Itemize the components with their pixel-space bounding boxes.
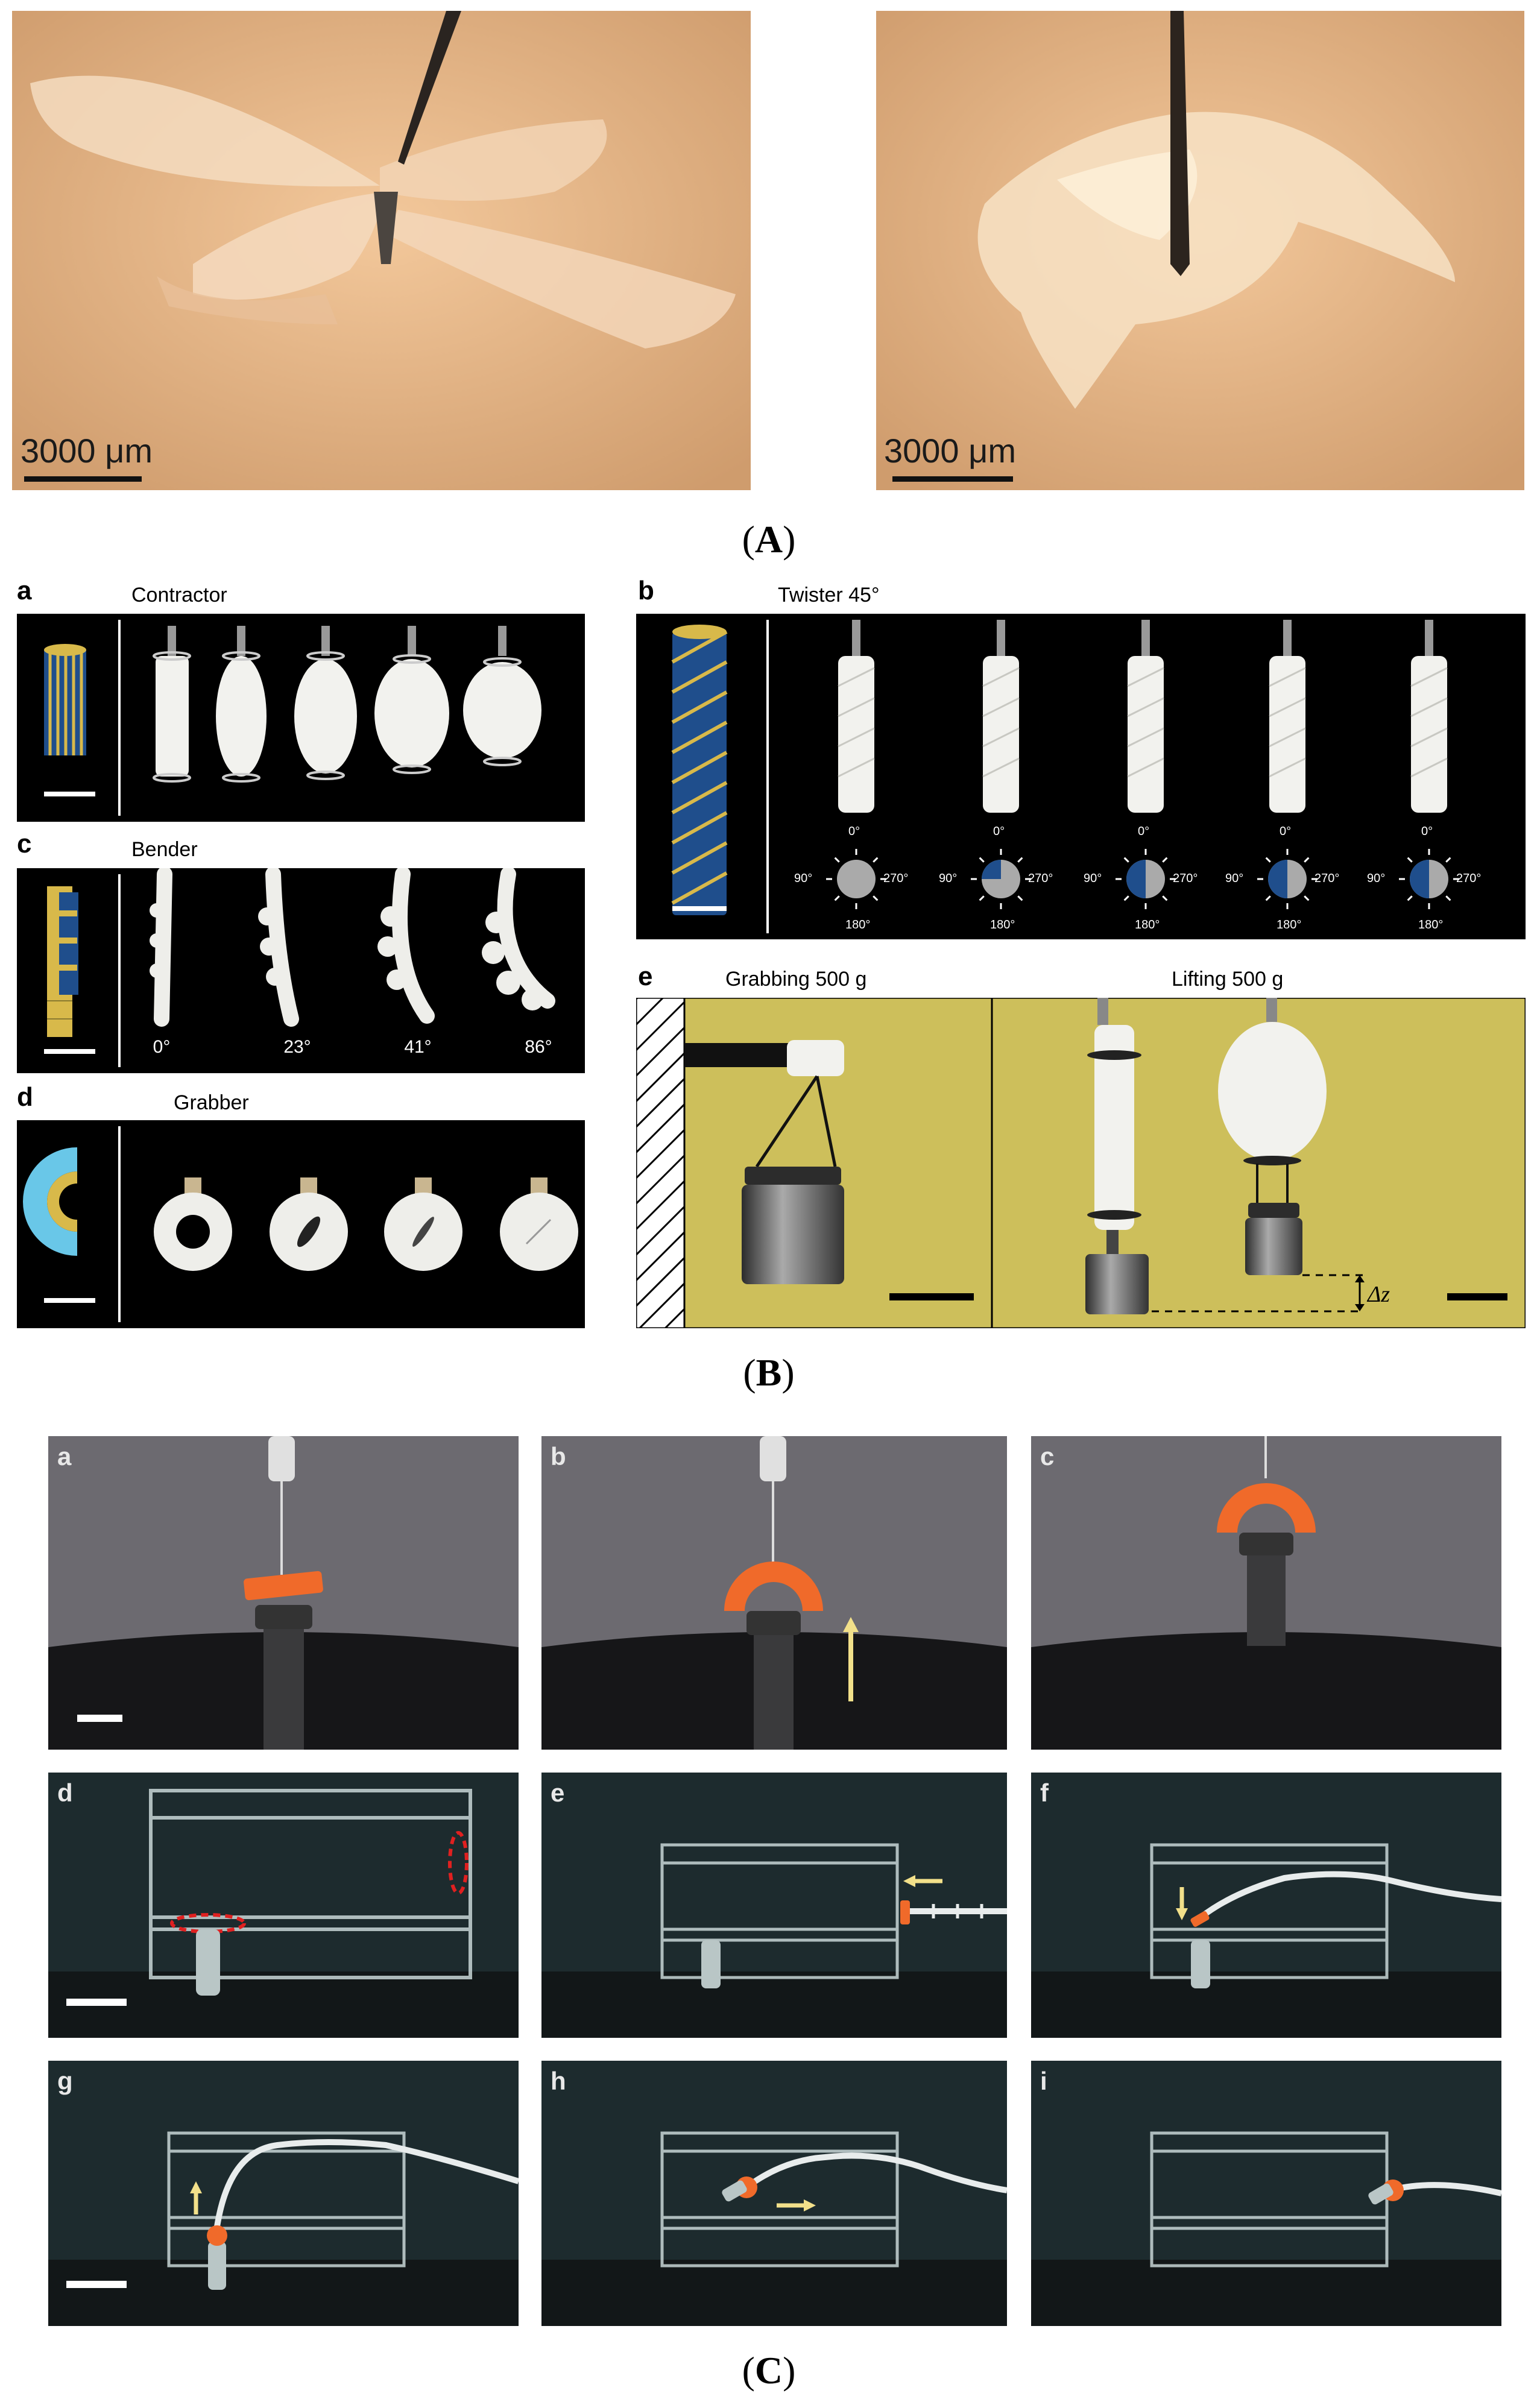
panel-c-label: (C) — [742, 2349, 796, 2392]
dial-3-right: 270° — [1173, 872, 1198, 885]
panel-c-frame-h: h — [541, 2061, 1007, 2326]
panel-c-frame-c: c — [1031, 1436, 1501, 1750]
subpanel-a-scale-bar — [44, 792, 95, 796]
panel-c-frame-f-letter: f — [1040, 1779, 1049, 1807]
twister-dial-3 — [1091, 825, 1200, 933]
panel-b-label: (B) — [743, 1351, 795, 1394]
panel-c-frame-e-letter: e — [551, 1779, 565, 1807]
bender-angle-4: 86° — [525, 1037, 552, 1057]
subpanel-b-scale-bar — [672, 906, 727, 911]
dial-3-left: 90° — [1084, 872, 1102, 885]
panel-c-frame-a-letter: a — [57, 1442, 72, 1470]
panel-c-frame-g-letter: g — [57, 2067, 73, 2095]
dial-5-top: 0° — [1421, 825, 1433, 838]
dial-1-bottom: 180° — [845, 918, 871, 931]
panel-a-label: (A) — [742, 518, 796, 561]
panel-c-frame-c-letter: c — [1040, 1442, 1055, 1470]
subpanel-c-bender: 0° 23° 41° 86° — [17, 868, 585, 1073]
subpanel-e-letter: e — [638, 962, 653, 991]
subpanel-a-contractor — [17, 614, 585, 822]
panel-c-frame-g: g — [48, 2061, 519, 2326]
subpanel-c-title: Bender — [131, 838, 198, 861]
twister-dial-2 — [947, 825, 1055, 933]
twister-dial-5 — [1375, 825, 1483, 933]
twister-dial-1 — [802, 825, 911, 933]
panel-c-frame-a: a — [48, 1436, 519, 1750]
delta-z-label: Δz — [1368, 1282, 1390, 1307]
panel-c-frame-b-letter: b — [551, 1442, 566, 1470]
dial-5-bottom: 180° — [1418, 918, 1444, 931]
panel-a-left-scale-label: 3000 μm — [21, 432, 153, 470]
subpanel-b-twister: 0° 90° 270° 180° 0° 90° 270° 180° 0° 90°… — [636, 614, 1526, 939]
panel-c-frame-i-letter: i — [1040, 2067, 1047, 2095]
subpanel-d-grabber — [17, 1120, 585, 1328]
dial-3-top: 0° — [1138, 825, 1150, 838]
bender-angle-3: 41° — [404, 1037, 432, 1057]
dial-1-left: 90° — [794, 872, 813, 885]
subpanel-e-grab-lift: Δz — [636, 998, 1526, 1328]
panel-a-right-scale-label: 3000 μm — [884, 432, 1017, 470]
subpanel-b-letter: b — [638, 576, 654, 605]
panel-c-frame-g-scale-bar — [66, 2281, 127, 2288]
subpanel-e-left-scale-bar — [889, 1293, 974, 1300]
subpanel-d-title: Grabber — [174, 1091, 249, 1114]
dial-5-right: 270° — [1456, 872, 1482, 885]
bender-angle-2: 23° — [283, 1037, 311, 1057]
panel-c-frame-d-scale-bar — [66, 1999, 127, 2006]
bender-angle-1: 0° — [153, 1037, 171, 1057]
subpanel-b-title: Twister 45° — [778, 584, 880, 607]
dial-2-bottom: 180° — [990, 918, 1015, 931]
panel-c-frame-h-letter: h — [551, 2067, 566, 2095]
subpanel-e-title-left: Grabbing 500 g — [725, 968, 867, 991]
dial-4-top: 0° — [1280, 825, 1292, 838]
panel-a-right-photo — [876, 11, 1524, 490]
panel-a-left-scale-bar — [24, 476, 142, 482]
dial-1-right: 270° — [883, 872, 909, 885]
subpanel-d-letter: d — [17, 1082, 33, 1112]
panel-c-frame-a-scale-bar — [77, 1715, 122, 1722]
panel-a-left-photo — [12, 11, 751, 490]
subpanel-d-scale-bar — [44, 1298, 95, 1303]
subpanel-e-right-scale-bar — [1447, 1293, 1507, 1300]
panel-c-frame-b: b — [541, 1436, 1007, 1750]
dial-2-top: 0° — [993, 825, 1005, 838]
dial-5-left: 90° — [1367, 872, 1386, 885]
subpanel-c-letter: c — [17, 829, 32, 859]
subpanel-a-letter: a — [17, 576, 32, 605]
dial-2-left: 90° — [939, 872, 958, 885]
panel-c-frame-i: i — [1031, 2061, 1501, 2326]
dial-1-top: 0° — [848, 825, 860, 838]
panel-c-frame-f: f — [1031, 1773, 1501, 2038]
panel-a-right-scale-bar — [892, 476, 1013, 482]
subpanel-e-title-right: Lifting 500 g — [1172, 968, 1284, 991]
panel-c-frame-d-letter: d — [57, 1779, 73, 1807]
panel-c-frame-d: d — [48, 1773, 519, 2038]
dial-2-right: 270° — [1028, 872, 1053, 885]
dial-4-bottom: 180° — [1277, 918, 1302, 931]
panel-c-frame-e: e — [541, 1773, 1007, 2038]
subpanel-c-scale-bar — [44, 1049, 95, 1054]
dial-3-bottom: 180° — [1135, 918, 1160, 931]
dial-4-right: 270° — [1314, 872, 1340, 885]
twister-dial-4 — [1233, 825, 1342, 933]
subpanel-a-title: Contractor — [131, 584, 227, 607]
dial-4-left: 90° — [1225, 872, 1244, 885]
